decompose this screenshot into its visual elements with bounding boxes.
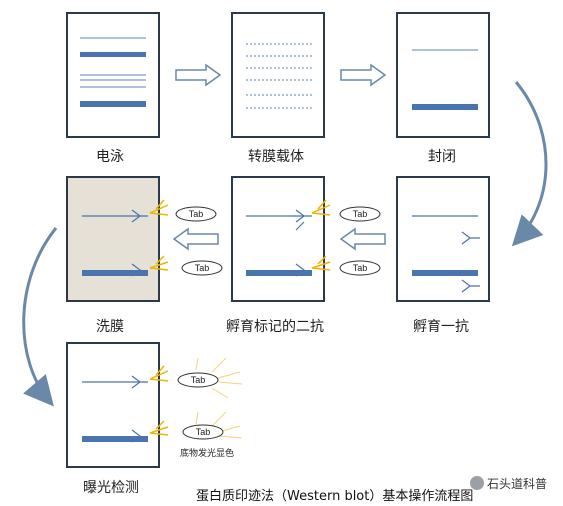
step-label-wash: 洗膜 bbox=[96, 319, 124, 335]
step-label-electrophoresis: 电泳 bbox=[96, 149, 124, 165]
panel-wash bbox=[66, 176, 160, 302]
enzyme-conjugates-wash bbox=[149, 199, 169, 271]
panel-transfer bbox=[231, 12, 325, 138]
substrate-label: 底物发光显色 bbox=[180, 449, 235, 459]
curved-arrow-right bbox=[511, 81, 548, 247]
enzyme-conjugates-detect bbox=[149, 365, 169, 436]
tab-label: Tab bbox=[195, 263, 210, 273]
watermark-text: 石头道科普 bbox=[487, 477, 548, 491]
secondary-panel-content bbox=[246, 209, 312, 277]
step-label-transfer: 转膜载体 bbox=[248, 149, 304, 165]
step-label-detect: 曝光检测 bbox=[83, 480, 139, 496]
wash-panel-content bbox=[82, 209, 148, 277]
tab-label: Tab bbox=[353, 263, 368, 273]
primary-antibody-panel-content bbox=[412, 215, 480, 293]
enzyme-conjugates-secondary bbox=[311, 199, 331, 271]
panel-detect bbox=[66, 342, 160, 468]
panel-primary bbox=[396, 176, 490, 302]
membrane-dashed-bands bbox=[246, 43, 312, 109]
step-label-secondary: 孵育标记的二抗 bbox=[226, 319, 324, 335]
blocked-membrane-bands bbox=[412, 49, 478, 110]
arrow-right-2 bbox=[340, 63, 387, 87]
arrow-right-1 bbox=[175, 63, 222, 87]
panel-blocking bbox=[396, 12, 490, 138]
panel-secondary bbox=[231, 176, 325, 302]
detect-panel-content bbox=[82, 375, 148, 443]
tab-label: Tab bbox=[196, 427, 211, 437]
step-label-primary: 孵育一抗 bbox=[413, 319, 469, 335]
curved-arrow-left bbox=[22, 227, 58, 407]
tab-label: Tab bbox=[189, 209, 204, 219]
watermark: 石头道科普 bbox=[470, 475, 547, 492]
gel-lanes bbox=[80, 37, 146, 107]
tab-label: Tab bbox=[191, 375, 206, 385]
arrow-left-1 bbox=[339, 227, 386, 251]
arrow-left-2 bbox=[172, 227, 219, 251]
watermark-icon bbox=[470, 476, 484, 490]
step-label-blocking: 封闭 bbox=[428, 149, 456, 165]
figure-caption: 蛋白质印迹法（Western blot）基本操作流程图 bbox=[196, 489, 474, 504]
tab-label: Tab bbox=[353, 209, 368, 219]
